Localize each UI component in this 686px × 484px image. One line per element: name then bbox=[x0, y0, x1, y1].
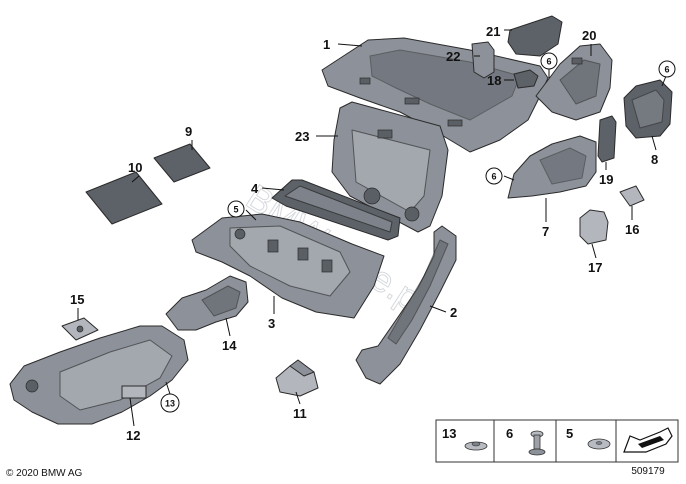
part-label-9[interactable]: 9 bbox=[185, 124, 192, 139]
part-label-21[interactable]: 21 bbox=[486, 24, 500, 39]
legend-label-5: 5 bbox=[566, 426, 573, 441]
part-19-shape[interactable] bbox=[597, 115, 617, 163]
part-label-3[interactable]: 3 bbox=[268, 316, 275, 331]
legend-label-6: 6 bbox=[506, 426, 513, 441]
leader-lines bbox=[77, 29, 667, 427]
diagram-number: 509179 bbox=[631, 466, 665, 477]
part-label-18[interactable]: 18 bbox=[487, 73, 501, 88]
clip-washer-icon bbox=[464, 441, 488, 451]
callout-13-label: 13 bbox=[165, 399, 175, 409]
part-21-shape[interactable] bbox=[507, 15, 563, 57]
legend-label-13: 13 bbox=[442, 426, 456, 441]
part-label-8[interactable]: 8 bbox=[651, 152, 658, 167]
part-3-shape[interactable] bbox=[191, 213, 385, 319]
callout-6-a-label: 6 bbox=[546, 57, 551, 67]
callout-6-c-label: 6 bbox=[491, 172, 496, 182]
part-10-shape[interactable] bbox=[85, 171, 163, 225]
flat-washer-icon bbox=[587, 438, 611, 450]
expanding-rivet-icon bbox=[528, 430, 546, 456]
callout-5-label: 5 bbox=[233, 205, 238, 215]
part-4-shape[interactable] bbox=[271, 179, 401, 241]
part-label-7[interactable]: 7 bbox=[542, 224, 549, 239]
part-11-shape[interactable] bbox=[275, 359, 319, 397]
part-label-17[interactable]: 17 bbox=[588, 260, 602, 275]
part-22-shape[interactable] bbox=[471, 41, 495, 79]
part-label-11[interactable]: 11 bbox=[293, 406, 307, 421]
part-15-shape[interactable] bbox=[61, 317, 99, 341]
callout-13[interactable]: 13 bbox=[160, 393, 180, 413]
callout-5[interactable]: 5 bbox=[227, 200, 245, 218]
part-label-19[interactable]: 19 bbox=[599, 172, 613, 187]
part-17-shape[interactable] bbox=[579, 209, 609, 245]
part-18-shape[interactable] bbox=[513, 69, 539, 89]
callout-6-c[interactable]: 6 bbox=[485, 167, 503, 185]
part-label-16[interactable]: 16 bbox=[625, 222, 639, 237]
part-label-23[interactable]: 23 bbox=[295, 129, 309, 144]
part-7-shape[interactable] bbox=[507, 135, 597, 199]
part-label-2[interactable]: 2 bbox=[450, 305, 457, 320]
part-label-4[interactable]: 4 bbox=[251, 181, 259, 196]
callout-6-b-label: 6 bbox=[664, 65, 669, 75]
part-8-shape[interactable] bbox=[623, 79, 673, 139]
part-9-shape[interactable] bbox=[153, 143, 211, 183]
arrow-icon bbox=[623, 427, 673, 453]
part-label-1[interactable]: 1 bbox=[323, 37, 330, 52]
part-label-20[interactable]: 20 bbox=[582, 28, 596, 43]
part-label-10[interactable]: 10 bbox=[128, 160, 142, 175]
part-14-shape[interactable] bbox=[165, 275, 249, 331]
callout-6-a[interactable]: 6 bbox=[540, 52, 558, 70]
part-23-shape[interactable] bbox=[331, 101, 449, 233]
fastener-legend: 13 6 5 bbox=[435, 419, 679, 463]
part-label-14[interactable]: 14 bbox=[222, 338, 237, 353]
part-16-shape[interactable] bbox=[619, 185, 645, 207]
part-12-shape[interactable] bbox=[9, 325, 189, 425]
part-label-22[interactable]: 22 bbox=[446, 49, 460, 64]
part-20-shape[interactable] bbox=[535, 43, 613, 121]
part-2-shape[interactable] bbox=[355, 225, 457, 385]
part-label-15[interactable]: 15 bbox=[70, 292, 84, 307]
copyright-text: © 2020 BMW AG bbox=[6, 468, 83, 479]
part-label-12[interactable]: 12 bbox=[126, 428, 140, 443]
callout-6-b[interactable]: 6 bbox=[658, 60, 676, 78]
